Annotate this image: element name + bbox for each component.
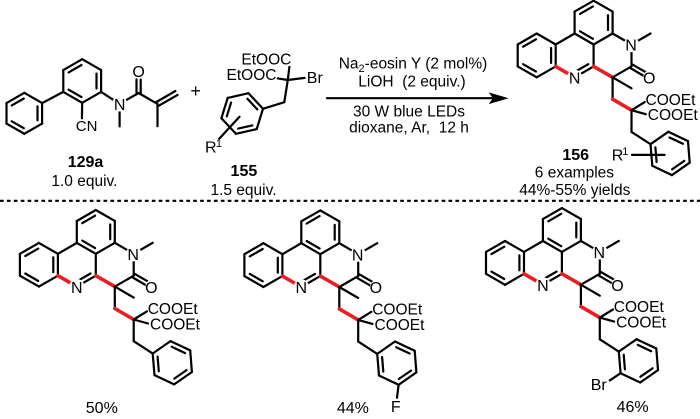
svg-text:O: O [611,278,623,295]
svg-text:N: N [114,97,126,114]
svg-text:N: N [352,247,364,264]
svg-text:30 W blue LEDs: 30 W blue LEDs [353,103,465,120]
svg-text:COOEt: COOEt [375,317,426,334]
svg-text:CN: CN [76,118,98,135]
svg-text:dioxane, Ar, 12 h: dioxane, Ar, 12 h [349,120,469,137]
svg-text:N: N [594,245,606,262]
svg-text:N: N [296,280,308,297]
svg-text:F: F [391,399,401,414]
svg-text:O: O [643,70,655,87]
svg-text:EtOOC: EtOOC [241,51,291,68]
svg-text:50%: 50% [86,400,118,414]
svg-text:1.5 equiv.: 1.5 equiv. [210,182,276,199]
svg-text:1: 1 [622,146,628,158]
svg-text:Br: Br [591,377,608,394]
svg-text:LiOH (2 equiv.): LiOH (2 equiv.) [358,74,465,91]
svg-text:6 examples: 6 examples [535,165,615,182]
svg-text:COOEt: COOEt [150,317,201,334]
svg-text:O: O [132,64,144,81]
svg-text:O: O [370,280,382,297]
svg-text:COOEt: COOEt [616,315,667,332]
svg-text:N: N [569,71,581,88]
svg-text:O: O [145,280,157,297]
svg-text:156: 156 [562,147,589,164]
svg-text:Br: Br [307,70,324,87]
svg-text:EtOOC: EtOOC [227,67,277,84]
svg-text:+: + [190,81,201,101]
svg-text:1: 1 [216,138,222,150]
svg-text:1.0 equiv.: 1.0 equiv. [51,173,117,190]
svg-text:129a: 129a [68,154,104,171]
svg-text:46%: 46% [617,399,649,414]
svg-text:N: N [127,247,139,264]
svg-text:44%-55% yields: 44%-55% yields [519,182,630,199]
svg-text:N: N [625,38,637,55]
svg-text:COOEt: COOEt [648,107,699,124]
svg-text:44%: 44% [337,400,369,414]
svg-text:N: N [71,280,83,297]
svg-text:155: 155 [231,163,258,180]
svg-text:N: N [537,278,549,295]
